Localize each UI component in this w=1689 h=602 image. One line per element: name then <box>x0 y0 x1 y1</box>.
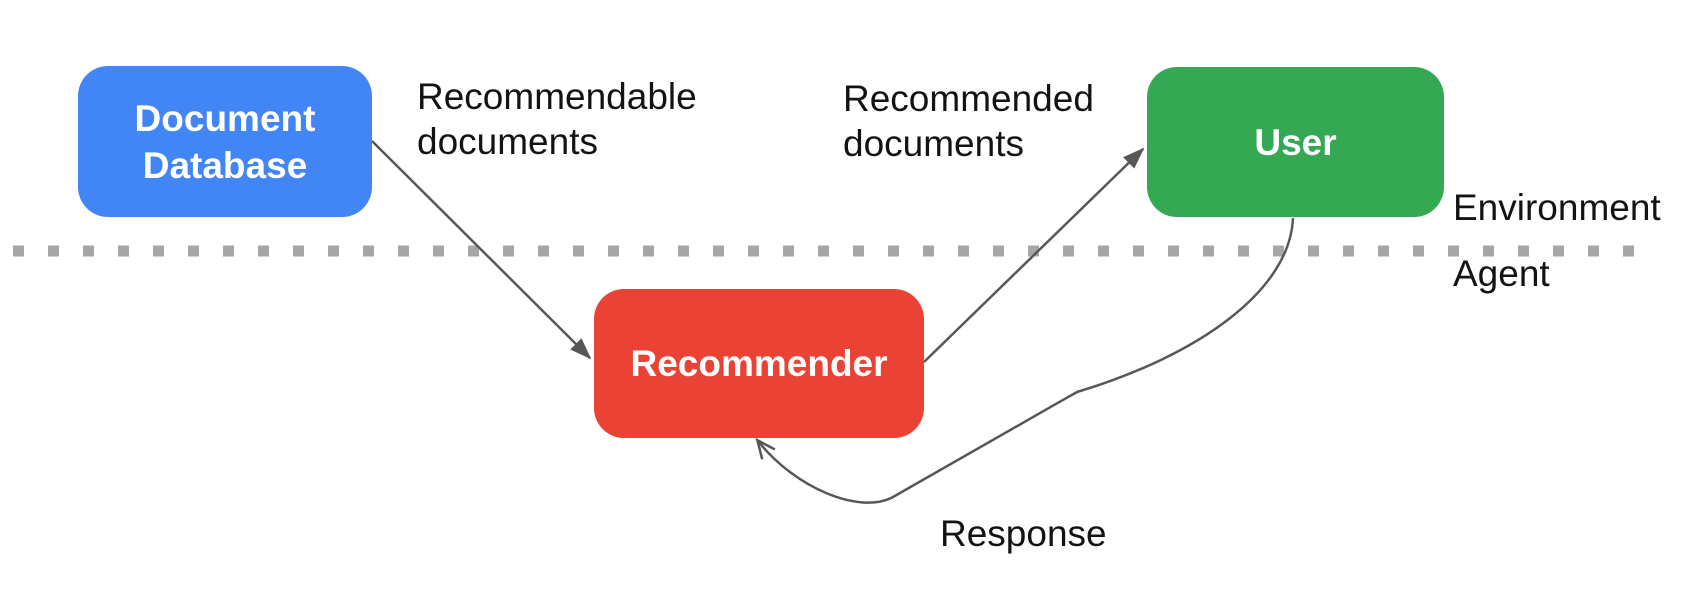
edge-label-recommended-documents: Recommended documents <box>843 78 1094 164</box>
edge-label-response: Response <box>940 513 1107 554</box>
node-user: User <box>1147 67 1444 217</box>
arrow-recommended-documents <box>923 147 1145 363</box>
edge-label-recommendable-documents: Recommendable documents <box>417 76 697 162</box>
node-recommender-label: Recommender <box>630 343 888 384</box>
arrow-response <box>758 217 1295 504</box>
separator-label-agent: Agent <box>1453 253 1550 294</box>
arrow-recommendable-documents <box>371 140 592 360</box>
node-document-database-label: Document Database <box>134 97 316 186</box>
node-recommender: Recommender <box>594 289 924 438</box>
separator-label-environment: Environment <box>1453 187 1661 228</box>
node-user-label: User <box>1254 121 1337 163</box>
node-document-database: Document Database <box>78 66 372 217</box>
